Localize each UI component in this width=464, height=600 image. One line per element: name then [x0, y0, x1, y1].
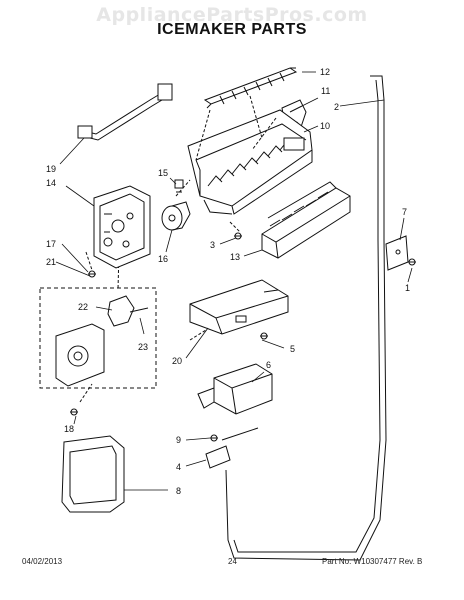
callout-14: 14 — [46, 178, 56, 188]
callout-9: 9 — [176, 435, 181, 445]
callout-5: 5 — [290, 344, 295, 354]
callout-7: 7 — [402, 207, 407, 217]
callout-15: 15 — [158, 168, 168, 178]
callout-2: 2 — [334, 102, 339, 112]
callout-8: 8 — [176, 486, 181, 496]
footer-page: 24 — [228, 557, 237, 566]
part-17-21-drawing — [88, 270, 96, 278]
subassembly-box — [39, 287, 157, 389]
footer-date: 04/02/2013 — [22, 557, 63, 566]
callout-labels: 12 11 2 10 7 1 3 13 14 15 16 17 21 19 22… — [46, 67, 410, 496]
part-6-drawing — [197, 363, 273, 415]
callout-12: 12 — [320, 67, 330, 77]
part-13-drawing — [261, 181, 351, 259]
part-15-drawing — [174, 179, 184, 193]
part-9-drawing — [210, 434, 218, 442]
callout-11: 11 — [321, 86, 330, 96]
part-18-drawing — [70, 408, 78, 416]
part-16-drawing — [161, 201, 191, 231]
callout-22: 22 — [78, 302, 88, 312]
part-4-drawing — [205, 427, 259, 469]
part-20-drawing — [189, 279, 289, 335]
part-7-drawing — [385, 235, 409, 271]
callout-13: 13 — [230, 252, 240, 262]
part-2-drawing — [225, 75, 387, 561]
callout-17: 17 — [46, 239, 56, 249]
callout-19: 19 — [46, 164, 56, 174]
callout-6: 6 — [266, 360, 271, 370]
part-10-drawing — [187, 109, 313, 215]
callout-3: 3 — [210, 240, 215, 250]
callout-4: 4 — [176, 462, 181, 472]
callout-20: 20 — [172, 356, 182, 366]
callout-10: 10 — [320, 121, 330, 131]
part-3-drawing — [234, 232, 242, 240]
part-8-drawing — [61, 435, 125, 513]
page-title: ICEMAKER PARTS — [157, 21, 307, 38]
callout-21: 21 — [46, 257, 56, 267]
callout-16: 16 — [158, 254, 168, 264]
callout-23: 23 — [138, 342, 148, 352]
watermark: AppliancePartsPros.com — [96, 4, 368, 26]
leader-lines — [55, 71, 413, 491]
callout-18: 18 — [64, 424, 74, 434]
part-12-drawing — [203, 67, 298, 109]
part-5-drawing — [260, 332, 268, 340]
part-19-drawing — [77, 83, 173, 141]
part-14-drawing — [93, 185, 151, 269]
footer-part-number: Part No. W10307477 Rev. B — [322, 557, 423, 566]
callout-1: 1 — [405, 283, 410, 293]
part-1-drawing — [408, 258, 416, 266]
